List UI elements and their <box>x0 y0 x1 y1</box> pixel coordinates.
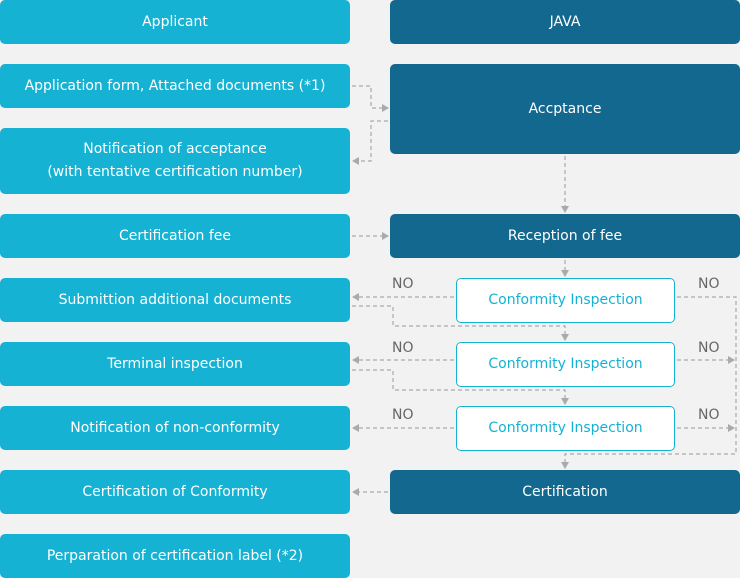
connector-terminal-to-inspection-3 <box>352 369 569 405</box>
no-label-right-2: NO <box>698 340 720 356</box>
connector-inspection-1-no-right <box>561 296 737 469</box>
connector-application-to-acceptance <box>352 85 389 112</box>
submission-additional-documents-box: Submittion additional documents <box>0 278 350 322</box>
acceptance-box: Accptance <box>390 64 740 154</box>
no-label-right-1: NO <box>698 276 720 292</box>
conformity-inspection-3: Conformity Inspection <box>456 406 675 451</box>
notification-non-conformity-box: Notification of non-conformity <box>0 406 350 450</box>
certification-of-conformity-box: Certification of Conformity <box>0 470 350 514</box>
no-label-right-3: NO <box>698 407 720 423</box>
applicant-header: Applicant <box>0 0 350 44</box>
conformity-inspection-2: Conformity Inspection <box>456 342 675 387</box>
no-label-left-1: NO <box>392 276 414 292</box>
notification-line-2: (with tentative certification number) <box>47 164 303 180</box>
certification-label-box: Perparation of certification label (*2) <box>0 534 350 578</box>
reception-of-fee-box: Reception of fee <box>390 214 740 258</box>
connector-acceptance-to-notification <box>352 120 388 165</box>
terminal-inspection-box: Terminal inspection <box>0 342 350 386</box>
no-label-left-2: NO <box>392 340 414 356</box>
java-header: JAVA <box>390 0 740 44</box>
application-form-box: Application form, Attached documents (*1… <box>0 64 350 108</box>
certification-fee-box: Certification fee <box>0 214 350 258</box>
notification-of-acceptance-box: Notification of acceptance (with tentati… <box>0 128 350 194</box>
conformity-inspection-1: Conformity Inspection <box>456 278 675 323</box>
certification-box: Certification <box>390 470 740 514</box>
connector-submission-to-inspection-2 <box>352 305 569 341</box>
no-label-left-3: NO <box>392 407 414 423</box>
notification-line-1: Notification of acceptance <box>83 141 267 157</box>
